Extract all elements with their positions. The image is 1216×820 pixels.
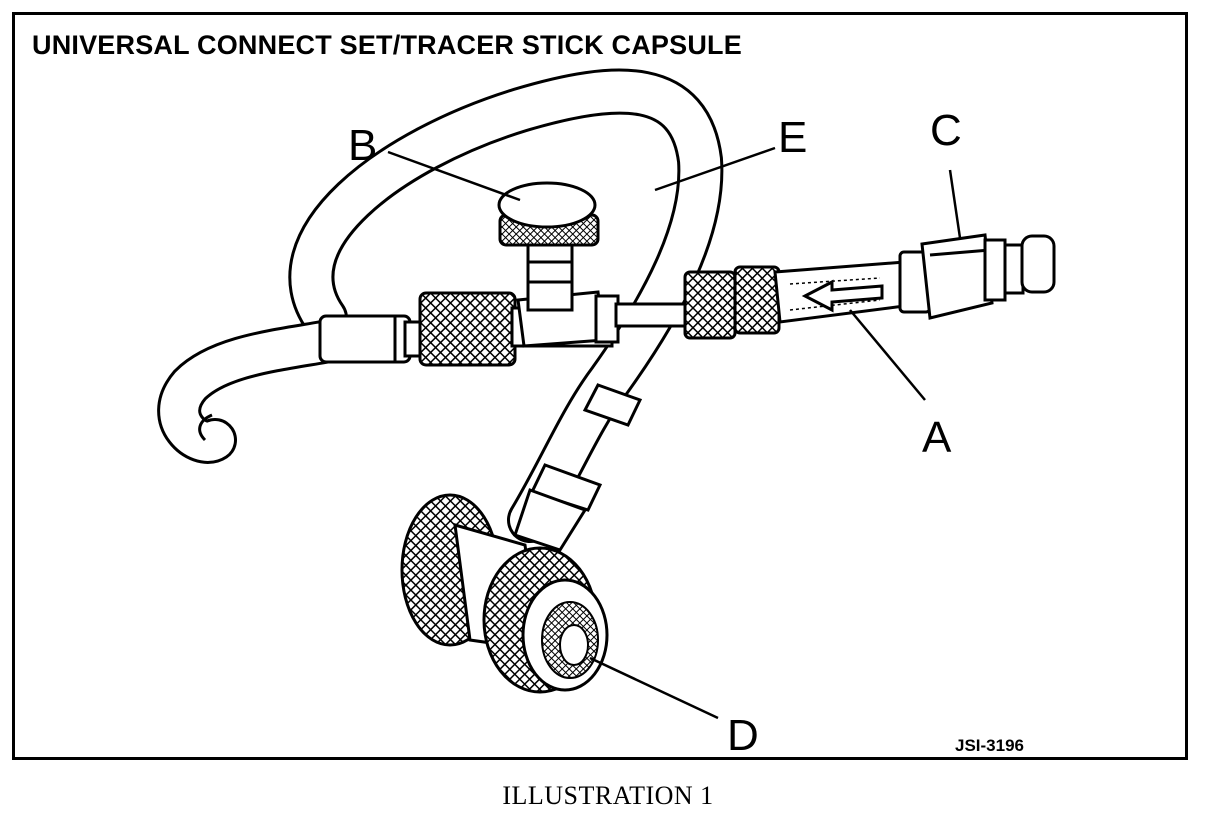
callout-d: D [727,711,759,760]
leader-lines [387,146,962,720]
callout-a: A [922,413,952,462]
figure-title: UNIVERSAL CONNECT SET/TRACER STICK CAPSU… [32,30,742,60]
callout-e: E [778,113,807,162]
hose-left [157,318,357,464]
right-nuts [683,265,781,340]
coupler-c [898,233,1056,320]
figure-code: JSI-3196 [955,736,1024,755]
callout-c: C [930,106,962,155]
lower-ferrules [513,383,643,552]
valve-knob-b [497,181,600,312]
callout-b: B [348,121,377,170]
figure-caption: ILLUSTRATION 1 [502,781,714,810]
tracer-capsule-a [773,260,914,324]
left-ferrule [318,314,427,364]
coupler-d [400,493,609,694]
flow-arrow-icon [801,279,884,313]
tee-left-nut [418,291,517,367]
